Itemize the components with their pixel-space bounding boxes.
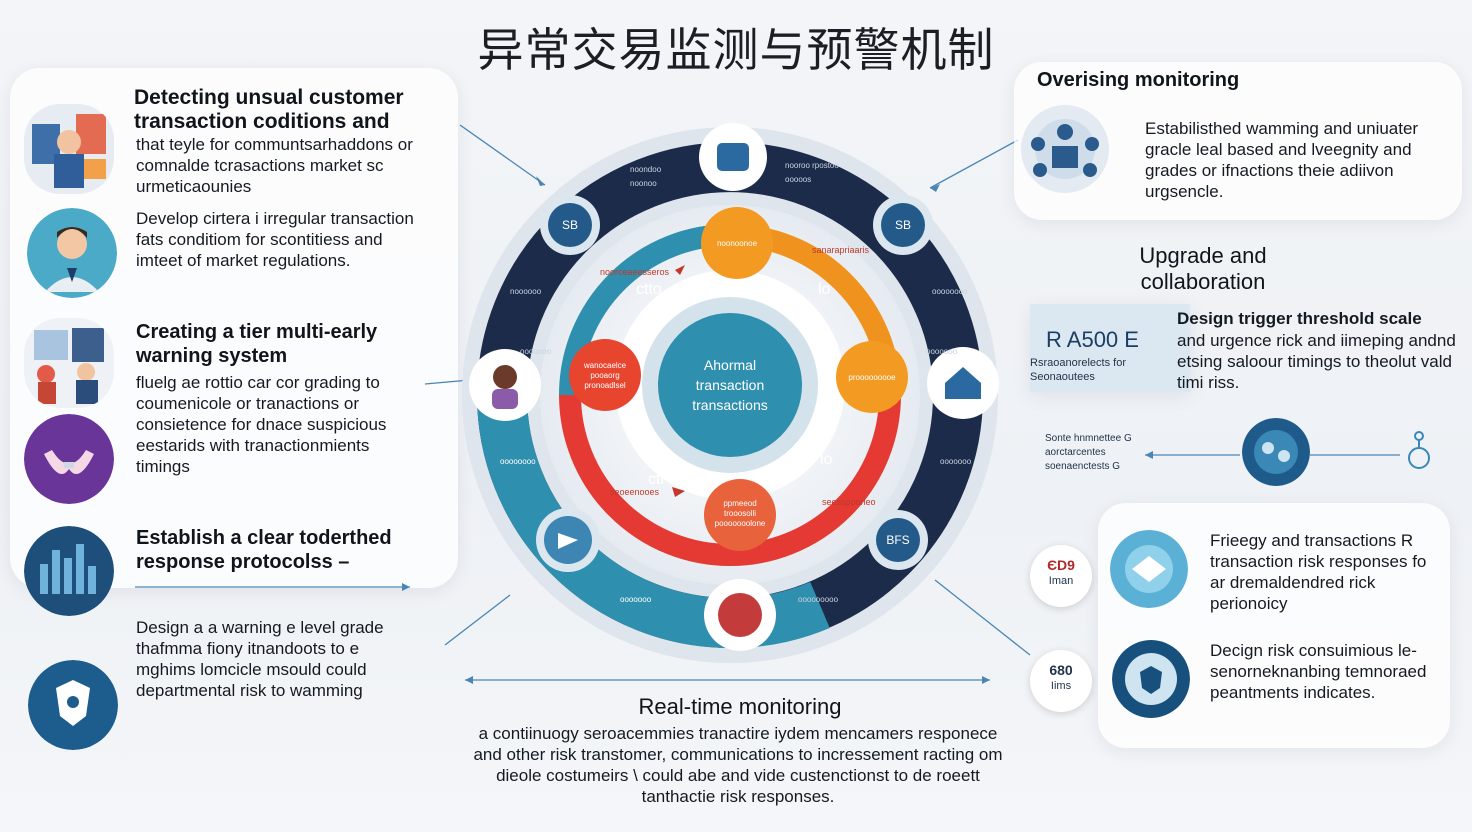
left-block3-body: fluelg ae rottio car cor grading to coum… (136, 373, 387, 476)
upgrade-code-sub: Rsraoanorelects for Seonaoutees (1030, 357, 1126, 383)
card2-body: Decign risk consuimious le-senorneknanbi… (1210, 641, 1427, 702)
upgrade-code: R A500 E (1046, 327, 1139, 352)
oversing-body: Estabilisthed wamming and uniuater gracl… (1145, 119, 1419, 201)
left-block5-body: Design a a warning e level grade thafmma… (136, 618, 384, 700)
outer-label-2: nooroo rpostoo ooooos (785, 161, 839, 184)
icon-label-tr: SB (894, 218, 911, 232)
avatar-office-icon (24, 318, 114, 408)
upgrade-heading: Upgrade and collaboration (1139, 243, 1267, 294)
card2-shield-icon (1112, 640, 1190, 718)
left-block1-body: that teyle for communtsarhaddons or comn… (136, 135, 413, 196)
center-label: Ahormal transaction transactions (692, 357, 768, 413)
outer-label-6: ooooooo (940, 457, 972, 466)
monitoring-scale-icon (1020, 104, 1110, 194)
card2-badge-sub: Iims (1050, 680, 1072, 692)
bottom-heading: Real-time monitoring (638, 694, 842, 719)
location-pin-icon (1402, 430, 1436, 470)
outer-label-9: ooooooo (520, 347, 552, 356)
card1-badge-sub: Iman (1048, 575, 1074, 587)
icon-label-br: BFS (886, 533, 910, 547)
avatar-man-icon (27, 208, 117, 298)
avatar-city-icon (24, 526, 114, 616)
network-icon (1242, 418, 1310, 486)
avatar-analyst-icon (24, 104, 114, 194)
outer-label-7: ooooooo (620, 595, 652, 604)
outer-label-5: oooooooo (500, 457, 536, 466)
ring-red-right: seesspoorleo (822, 497, 876, 507)
outer-label-1: noondoo noonoo (630, 165, 662, 188)
card1-badge: ЄD9 Iman (1030, 545, 1092, 607)
outer-label-8: ooooooooo (798, 595, 839, 604)
upgrade-body-heading: Design trigger threshold scale (1177, 309, 1422, 328)
card1-body: Frieegy and transactions R transaction r… (1210, 531, 1427, 613)
oversing-heading: Overising monitoring (1037, 69, 1240, 91)
upgrade-code-box (1030, 304, 1190, 392)
ring-label-br: lo (820, 451, 833, 468)
card2-badge-top: 680 (1049, 662, 1073, 678)
node-left-label: wanocaelce pooaorg pronoadlsel (583, 361, 627, 390)
ring-red-top: sanarapriaaris (812, 245, 870, 255)
outer-label-10: ooooooo (926, 347, 958, 356)
avatar-hands-icon (24, 414, 114, 504)
card1-badge-top: ЄD9 (1047, 557, 1075, 573)
central-ring-diagram: Ahormal transaction transactions noonoon… (440, 115, 1020, 675)
ring-red-left: noorceaeesseros (600, 267, 670, 277)
card2-badge: 680 Iims (1030, 650, 1092, 712)
ring-red-bottom: seoeenooes (610, 487, 660, 497)
node-right-label: prooooooooe (848, 373, 896, 382)
node-bottom-label: ppmeeod trooosolli pooooooolone (714, 499, 766, 528)
ring-graphic (462, 123, 999, 663)
node-top-label: noonoonoe (716, 239, 758, 248)
bottom-body: a contiinuogy seroacemmies tranactire iy… (473, 724, 1003, 806)
small-row-text: Sonte hnmnettee G aorctarcentes soenaenc… (1045, 433, 1132, 472)
left-block4-heading: Establish a clear toderthed response pro… (136, 527, 392, 573)
page-title: 异常交易监测与预警机制 (477, 23, 995, 77)
card1-globe-icon (1110, 530, 1188, 608)
avatar-shield-icon (28, 660, 118, 750)
upgrade-body: and urgence rick and iimeping andnd etsi… (1177, 331, 1456, 392)
left-block2-body: Develop cirtera i irregular transaction … (136, 209, 414, 270)
outer-label-4: oooooooo (932, 287, 968, 296)
ring-label-tr: lo (818, 281, 831, 298)
left-block3-heading: Creating a tier multi-early warning syst… (136, 321, 378, 367)
outer-label-3: noooooo (510, 287, 542, 296)
ring-label-bl: ctl (648, 471, 664, 488)
icon-label-tl: SB (561, 218, 578, 232)
ring-label-tl: ctto (636, 281, 662, 298)
left-block1-heading: Detecting unsual customer transaction co… (134, 86, 404, 133)
